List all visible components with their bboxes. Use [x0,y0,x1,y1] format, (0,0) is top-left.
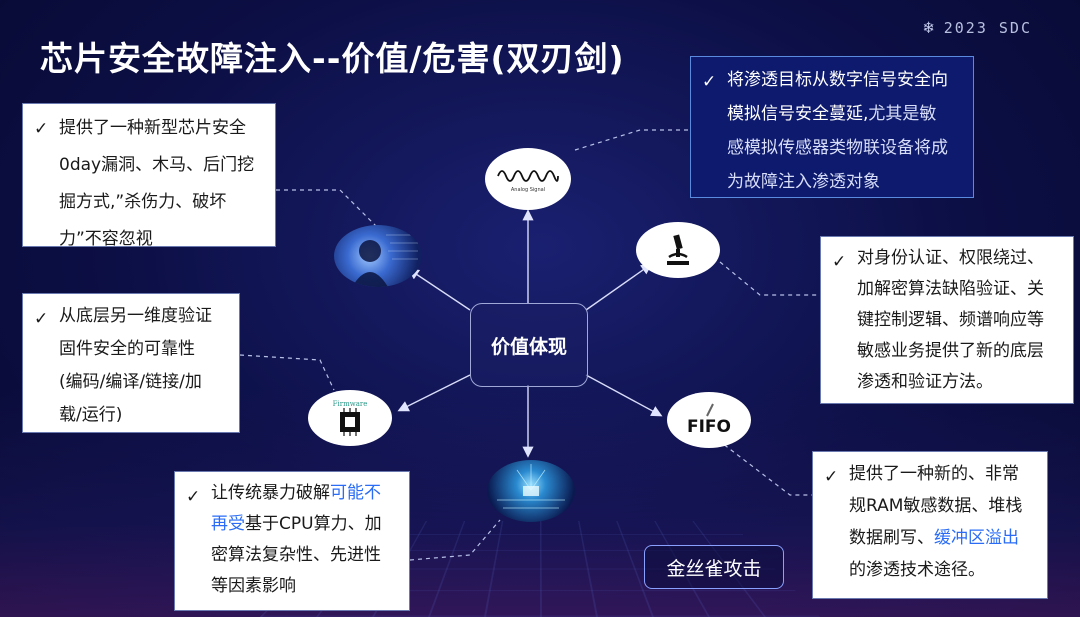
page-title: 芯片安全故障注入--价值/危害(双刃剑) [40,39,625,78]
box-new-0day-method: ✓ 提供了一种新型芯片安全 0day漏洞、木马、后门挖 掘方式,”杀伤力、破坏 … [22,103,276,249]
box-line: 载/运行) [59,405,123,425]
box-line: 掘方式,”杀伤力、破坏 [59,192,227,212]
box-line: 从底层另一维度验证 [59,306,212,326]
box-line-highlight: 缓冲区溢出 [934,528,1019,548]
box-line: 力”不容忽视 [59,229,153,249]
box-line: 键控制逻辑、频谱响应等 [857,310,1044,330]
box-line: 对身份认证、权限绕过、 [857,248,1044,268]
hacker-image [334,225,422,287]
analog-signal-caption: Analog Signal [510,187,546,193]
box-line: 提供了一种新型芯片安全 [59,118,246,138]
firmware-node: Firmware [308,390,392,446]
box-line: 基于CPU算力、加 [245,514,382,534]
check-icon: ✓ [186,487,201,507]
box-line-highlight: 再受 [211,514,245,534]
check-icon: ✓ [34,309,49,329]
microscope-icon [667,234,689,265]
waveform-icon [497,170,559,182]
box-ram-overflow: ✓ 提供了一种新的、非常 规RAM敏感数据、堆栈 数据刷写、缓冲区溢出 的渗透技… [812,451,1048,599]
box-auth-bypass-methods: ✓ 对身份认证、权限绕过、 加解密算法缺陷验证、关 键控制逻辑、频谱响应等 敏感… [820,236,1074,404]
box-line: 为故障注入渗透对象 [727,172,880,192]
firmware-caption: Firmware [332,400,368,408]
center-value-node: 价值体现 [470,303,588,387]
check-icon: ✓ [832,252,847,272]
box-line-highlight: 模拟信号安全蔓延, [727,104,869,124]
box-line: 感模拟传感器类物联设备将成 [727,138,948,158]
box-line: 固件安全的可靠性 [59,339,195,359]
box-analog-signal-target: ✓ 将渗透目标从数字信号安全向 模拟信号安全蔓延,尤其是敏 感模拟传感器类物联设… [690,56,974,198]
box-line-highlight: 将渗透目标从数字信号安全向 [727,70,948,90]
box-line: 等因素影响 [211,576,296,596]
box-line: 规RAM敏感数据、堆栈 [849,496,1023,516]
check-icon: ✓ [34,119,49,139]
box-line: 提供了一种新的、非常 [849,464,1019,484]
box-firmware-reliability: ✓ 从底层另一维度验证 固件安全的可靠性 (编码/编译/链接/加 载/运行) [22,293,240,433]
box-line: 密算法复杂性、先进性 [211,545,381,565]
microscope-node [636,222,720,278]
box-line: 渗透和验证方法。 [857,372,993,392]
fifo-node: FIFO [667,392,751,448]
box-line: 敏感业务提供了新的底层 [857,341,1044,361]
box-line: 0day漏洞、木马、后门挖 [59,155,255,175]
box-line: 加解密算法缺陷验证、关 [857,279,1044,299]
canary-attack-label: 金丝雀攻击 [644,545,784,589]
box-line: 让传统暴力破解 [211,483,330,503]
check-icon: ✓ [702,72,717,92]
chip-icon [339,408,360,436]
analog-signal-node: Analog Signal [485,148,571,210]
box-line: (编码/编译/链接/加 [59,372,202,392]
box-line: 的渗透技术途径。 [849,560,985,580]
box-line-highlight: 可能不 [330,483,381,503]
snowflake-icon: ❄ [923,18,936,38]
box-line: 数据刷写、 [849,528,934,548]
pen-icon [706,403,714,417]
brand-text: 2023 SDC [943,19,1032,37]
check-icon: ✓ [824,467,839,487]
circuit-image [487,460,575,522]
box-brute-force: ✓ 让传统暴力破解可能不 再受基于CPU算力、加 密算法复杂性、先进性 等因素影… [174,471,410,611]
box-line: 尤其是敏 [868,104,937,124]
fifo-caption: FIFO [686,417,731,437]
brand-logo: ❄ 2023 SDC [924,18,1033,38]
